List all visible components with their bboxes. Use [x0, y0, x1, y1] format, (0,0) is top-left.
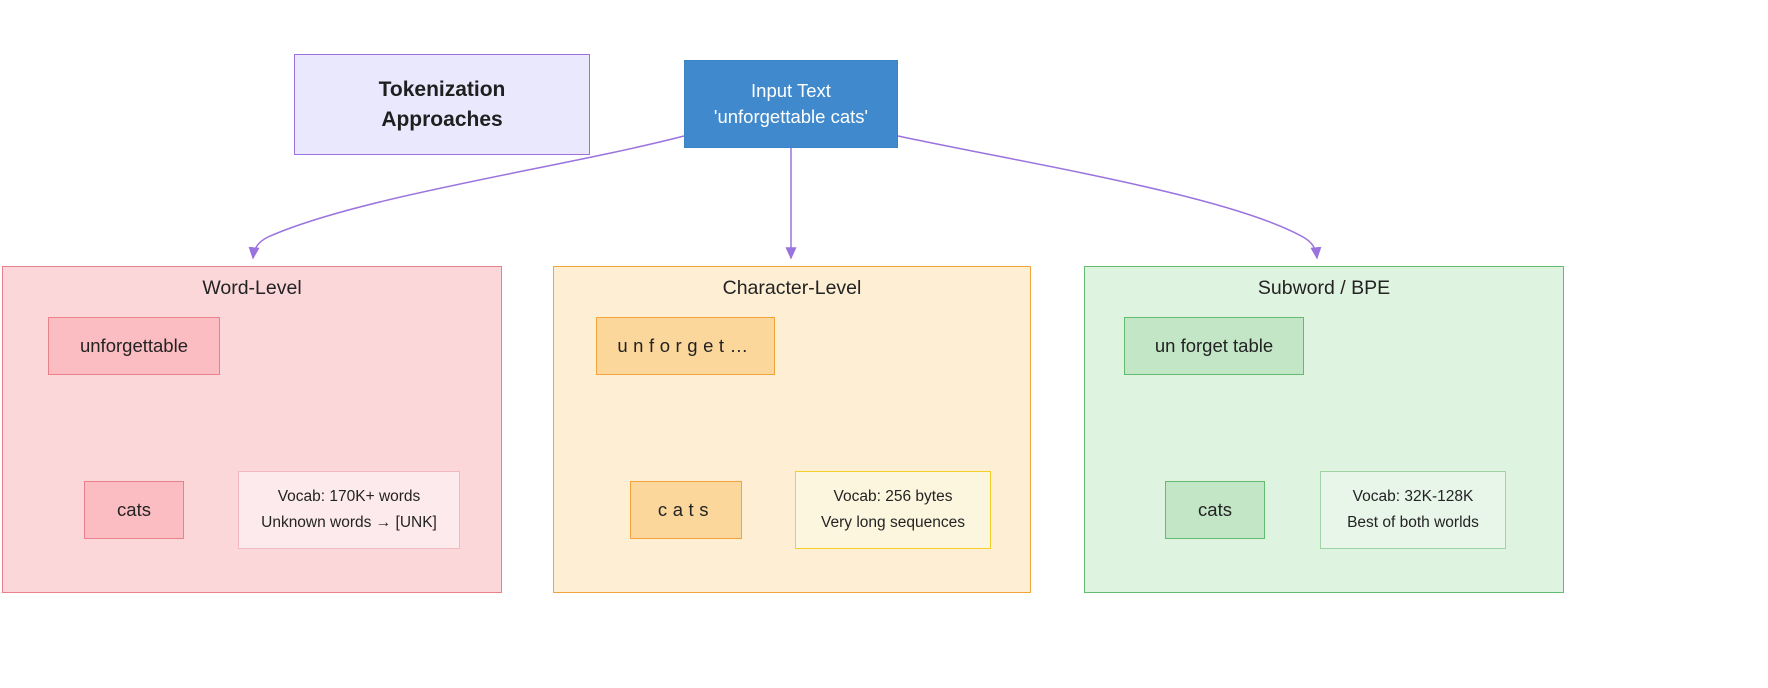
panel-word-level-title: Word-Level	[202, 277, 302, 299]
edge-input-to-subword	[897, 135, 1322, 260]
panel-subword-bpe-title: Subword / BPE	[1257, 277, 1391, 299]
char-token-unforget-label: unforget…	[617, 334, 754, 356]
word-token-cats-label: cats	[117, 498, 151, 520]
character-level-note-line1: Vocab: 256 bytes	[833, 487, 953, 505]
legend-title-line1: Tokenization	[378, 77, 506, 101]
input-text-value: 'unforgettable cats'	[713, 106, 869, 127]
legend-title-node: Tokenization Approaches	[294, 54, 590, 155]
subword-bpe-note: Vocab: 32K-128K Best of both worlds	[1320, 471, 1506, 549]
subword-token-cats[interactable]: cats	[1165, 481, 1265, 539]
char-token-unforget[interactable]: unforget…	[596, 317, 775, 375]
subword-token-un-forget-table-label: un forget table	[1154, 334, 1274, 356]
legend-title-line2: Approaches	[381, 107, 503, 131]
subword-token-un-forget-table[interactable]: un forget table	[1124, 317, 1304, 375]
word-token-unforgettable-label: unforgettable	[79, 334, 188, 356]
word-level-note-line2: Unknown words → [UNK]	[261, 514, 437, 531]
subword-bpe-note-line2: Best of both worlds	[1347, 514, 1479, 531]
input-text-node[interactable]: Input Text 'unforgettable cats'	[684, 60, 898, 148]
panel-character-level-title: Character-Level	[722, 277, 862, 299]
character-level-note: Vocab: 256 bytes Very long sequences	[795, 471, 991, 549]
character-level-note-line2: Very long sequences	[821, 514, 965, 531]
word-level-note: Vocab: 170K+ words Unknown words → [UNK]	[238, 471, 460, 549]
subword-bpe-note-line1: Vocab: 32K-128K	[1352, 487, 1474, 505]
char-token-cats[interactable]: cats	[630, 481, 742, 539]
word-token-unforgettable[interactable]: unforgettable	[48, 317, 220, 375]
input-text-label: Input Text	[751, 79, 831, 101]
word-level-note-line1: Vocab: 170K+ words	[277, 487, 421, 505]
char-token-cats-label: cats	[657, 498, 715, 520]
subword-token-cats-label: cats	[1198, 498, 1232, 520]
word-token-cats[interactable]: cats	[84, 481, 184, 539]
